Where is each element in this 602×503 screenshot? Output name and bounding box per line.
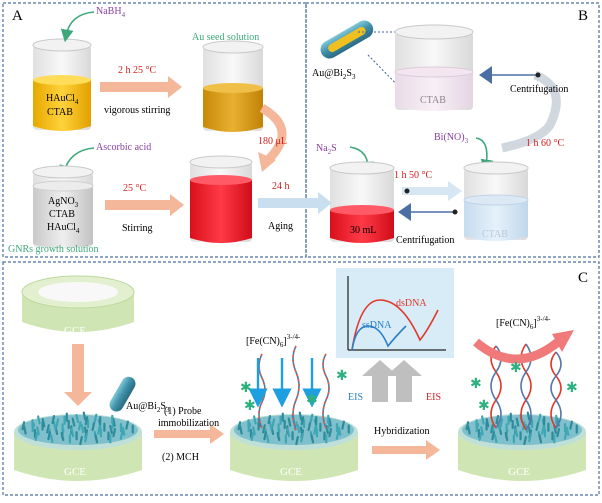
panel-b-border	[305, 2, 600, 258]
asterisk-1: ✱	[240, 381, 252, 396]
step1-line2: immobilization	[158, 418, 219, 429]
beaker-agno3-ctab-haucl4	[32, 165, 94, 249]
arrow-aging	[258, 192, 332, 214]
step1-line1: (1) Probe	[164, 406, 202, 417]
beaker1-line1: HAuCl4	[46, 93, 79, 106]
asterisk-7: ✱	[566, 381, 578, 396]
arrow3-bottom-label: Aging	[268, 221, 293, 232]
eis-right-label: EIS	[426, 392, 441, 403]
beaker-au-seed	[202, 40, 264, 132]
eis-arrow-left	[362, 360, 398, 402]
arrow-mid-bottom-head	[398, 203, 411, 221]
ssdna-curve	[351, 325, 407, 351]
dsdna-label: dsDNA	[396, 298, 427, 309]
beaker-30ml	[329, 161, 395, 243]
gce-electrode-1	[21, 275, 135, 332]
arrow-right-label: 1 h 60 °C	[526, 138, 564, 149]
na2s-label: Na2S	[316, 143, 337, 156]
material-label: Au@Bi2S3	[126, 401, 170, 414]
eis-plot-background	[336, 268, 454, 358]
gce2-label: GCE	[64, 466, 86, 478]
bi-arrow	[475, 137, 494, 173]
gce1-label: GCE	[64, 325, 86, 337]
reagent-nabh4: NaBH4	[96, 6, 126, 19]
arrow-mid-dot-1	[404, 188, 410, 194]
nanorod-forest-2	[21, 411, 134, 446]
growth-solution-label: GNRs growth solution	[8, 244, 99, 255]
asterisk-2: ✱	[244, 399, 256, 414]
asterisk-4: ✱	[336, 369, 348, 384]
arrow-mid-top	[402, 181, 462, 201]
hybridization-label: Hybridization	[374, 426, 430, 437]
eis-left-label: EIS	[348, 392, 363, 403]
au-bi2s3-rod	[109, 376, 136, 412]
product-label: Au@Bi2S3	[312, 68, 356, 81]
beaker-red-solution	[189, 155, 253, 243]
arrow1-top-label: 2 h 25 °C	[118, 65, 156, 76]
arrow-probe-immobilization	[154, 424, 224, 444]
panel-b-label: B	[578, 8, 588, 24]
probe-left-label: [Fe(CN)6]3-/4-	[246, 333, 301, 349]
repelled-arrowhead	[552, 330, 574, 352]
ctab-bottom-label: CTAB	[482, 229, 508, 240]
panel-c-border	[2, 261, 600, 496]
seed-volume-label: 180 μL	[258, 136, 287, 147]
centrifuge-top-head	[479, 66, 492, 84]
beaker2-line2: CTAB	[49, 209, 75, 220]
beaker-haucl4-ctab	[32, 38, 92, 131]
seed-transfer-arrowhead	[258, 152, 276, 172]
step2-label: (2) MCH	[162, 452, 199, 463]
beaker2-line1: AgNO3	[48, 196, 79, 209]
arrow2-bottom-label: Stirring	[122, 223, 153, 234]
beaker1-line2: CTAB	[47, 107, 73, 118]
asterisk-6: ✱	[510, 361, 522, 376]
reagent-ascorbic-acid: Ascorbic acid	[96, 142, 151, 153]
au-seed-title: Au seed solution	[192, 32, 259, 43]
arrow2-top-label: 25 °C	[123, 183, 146, 194]
arrow-hybridization	[372, 440, 440, 460]
ssdna-label: ssDNA	[362, 320, 392, 331]
centrifugation-bottom-label: Centrifugation	[396, 235, 454, 246]
arrow-down-modify	[64, 344, 92, 406]
arrow1-bottom-label: vigorous stirring	[104, 105, 170, 116]
arrow3-top-label: 24 h	[272, 181, 290, 192]
au-bi2s3-particle	[320, 20, 374, 59]
nanorod-forest-3	[237, 411, 350, 446]
asterisk-5: ✱	[470, 377, 482, 392]
seed-transfer-arrow	[259, 104, 287, 166]
panel-a-label: A	[12, 8, 23, 24]
repelled-redox-arrow	[473, 338, 561, 364]
beaker-ctab-top	[394, 24, 474, 111]
arrow-stirring-2	[105, 194, 184, 216]
nabh4-arrow	[60, 11, 95, 43]
panel-c-label: C	[578, 270, 588, 286]
ctab-top-label: CTAB	[420, 95, 446, 106]
gce4-label: GCE	[508, 466, 530, 478]
bi-reagent-label: Bi(NO)3	[434, 132, 469, 145]
probe-right-label: [Fe(CN)6]3-/4-	[496, 315, 551, 331]
beaker-ctab-bottom	[463, 161, 529, 241]
gce3-label: GCE	[280, 466, 302, 478]
dsdna-curve	[351, 299, 439, 351]
arrow-mid-dot-2	[452, 209, 458, 215]
centrifugation-top-label: Centrifugation	[510, 84, 568, 95]
asterisk-3: ✱	[306, 393, 318, 408]
eis-arrow-right	[386, 360, 422, 402]
asterisk-8: ✱	[478, 399, 490, 414]
arrow-stirring-1	[100, 76, 182, 98]
centrifugation-arrow-top	[501, 70, 561, 153]
arrow-mid-label: 1 h 50 °C	[394, 170, 432, 181]
beaker-volume-label: 30 mL	[350, 225, 376, 236]
beaker2-line3: HAuCl4	[47, 222, 80, 235]
centrifuge-top-dot	[535, 72, 541, 78]
